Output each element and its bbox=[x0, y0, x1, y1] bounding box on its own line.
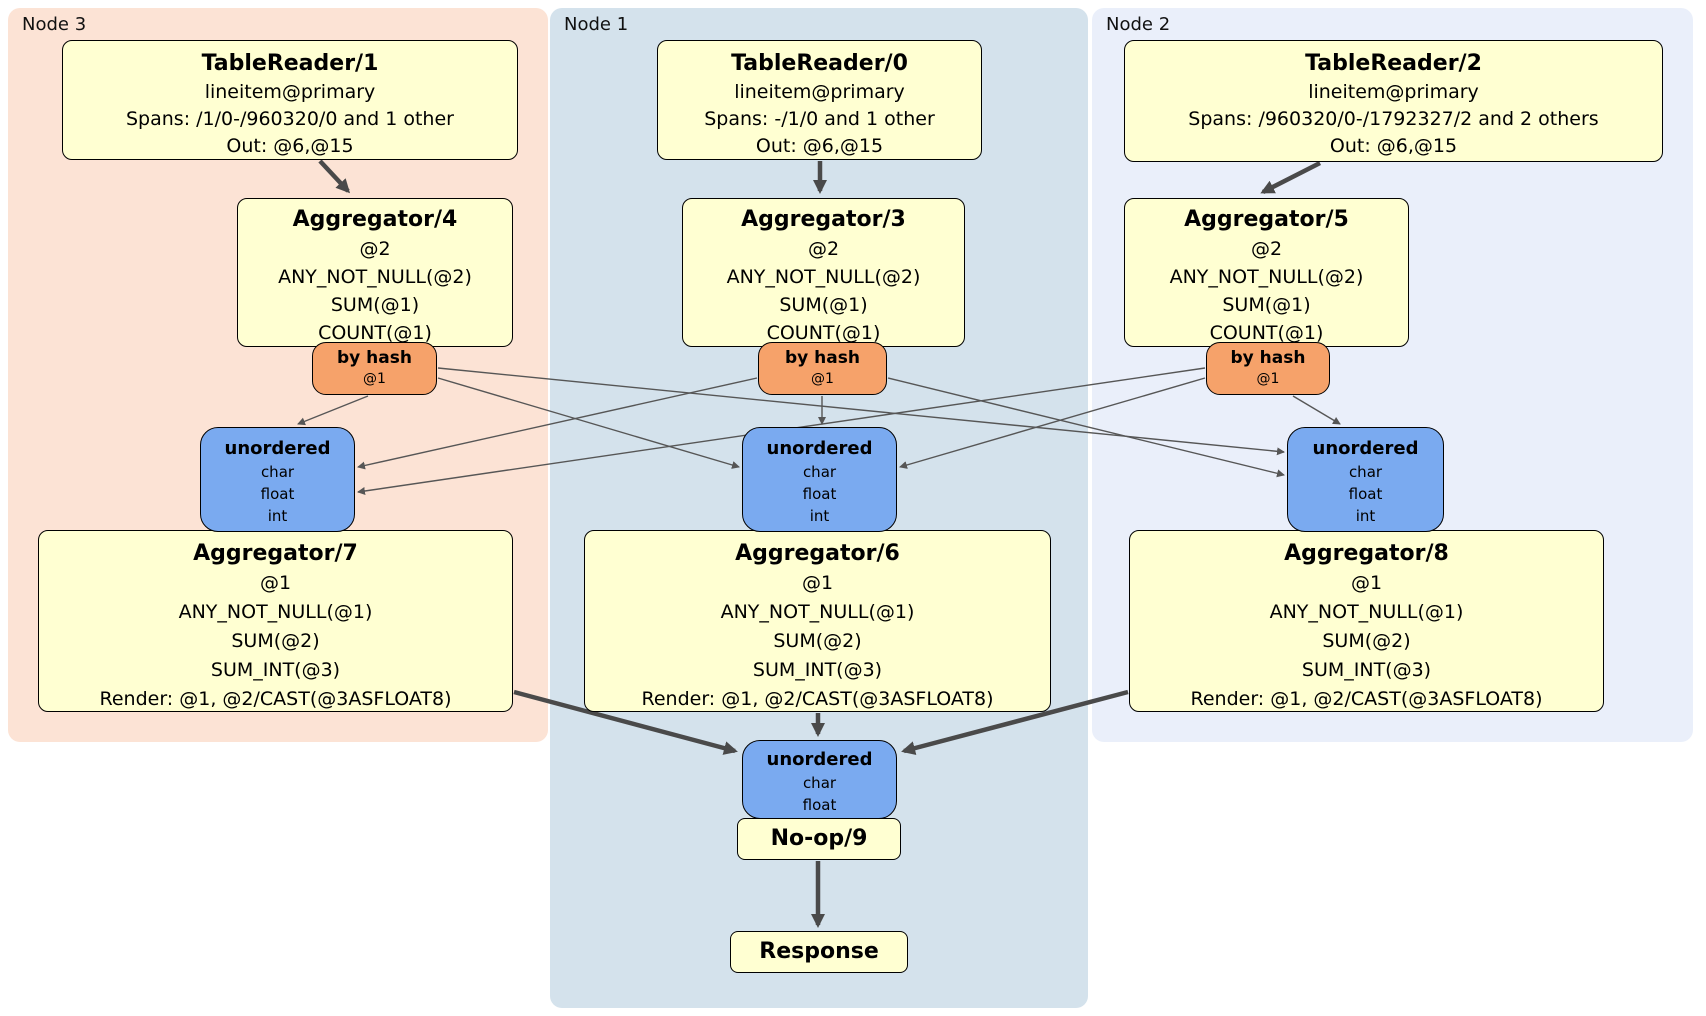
aggregator-6-box: Aggregator/6 @1 ANY_NOT_NULL(@1) SUM(@2)… bbox=[584, 530, 1051, 712]
router-columns: @1 bbox=[363, 371, 386, 387]
out-label: Out: @6,@15 bbox=[755, 135, 884, 157]
final-stream-sync-box: unordered char float bbox=[742, 740, 897, 819]
agg-line: @2 bbox=[359, 238, 391, 260]
sync-title: unordered bbox=[766, 749, 873, 770]
spans-label: Spans: /1/0-/960320/0 and 1 other bbox=[126, 108, 454, 130]
agg-line: @1 bbox=[801, 572, 834, 594]
agg-line: SUM_INT(@3) bbox=[210, 659, 341, 681]
processor-title: Aggregator/5 bbox=[1184, 207, 1349, 232]
table-reader-0-box: TableReader/0 lineitem@primary Spans: -/… bbox=[657, 40, 982, 160]
processor-title: Aggregator/8 bbox=[1284, 541, 1449, 566]
agg-line: ANY_NOT_NULL(@1) bbox=[1269, 601, 1464, 623]
sync-type: char bbox=[1348, 463, 1383, 481]
sync-title: unordered bbox=[1312, 438, 1419, 459]
agg-line: COUNT(@1) bbox=[318, 322, 432, 344]
sync-type: int bbox=[267, 507, 288, 525]
agg-line: SUM(@2) bbox=[231, 630, 320, 652]
sync-type: char bbox=[260, 463, 295, 481]
agg-line: SUM(@1) bbox=[1222, 294, 1311, 316]
sync-type: float bbox=[260, 485, 295, 503]
agg-line: SUM(@2) bbox=[1322, 630, 1411, 652]
out-label: Out: @6,@15 bbox=[1329, 135, 1458, 157]
sync-type: char bbox=[802, 774, 837, 792]
render-line: Render: @1, @2/CAST(@3ASFLOAT8) bbox=[641, 688, 994, 710]
processor-title: Aggregator/7 bbox=[193, 541, 358, 566]
agg-line: SUM(@1) bbox=[330, 294, 420, 316]
router-title: by hash bbox=[337, 348, 412, 368]
processor-title: Aggregator/6 bbox=[735, 541, 900, 566]
processor-title: Aggregator/4 bbox=[292, 207, 458, 232]
table-reader-2-box: TableReader/2 lineitem@primary Spans: /9… bbox=[1124, 40, 1663, 162]
sync-type: float bbox=[802, 796, 837, 814]
processor-title: TableReader/2 bbox=[1305, 51, 1482, 76]
agg-line: ANY_NOT_NULL(@2) bbox=[726, 266, 921, 288]
sync-title: unordered bbox=[766, 438, 873, 459]
render-line: Render: @1, @2/CAST(@3ASFLOAT8) bbox=[99, 688, 452, 710]
agg-line: ANY_NOT_NULL(@2) bbox=[278, 266, 472, 288]
noop-title: No-op/9 bbox=[770, 826, 868, 851]
noop-box: No-op/9 bbox=[737, 818, 901, 860]
panel-label-node-1: Node 1 bbox=[564, 14, 629, 35]
index-label: lineitem@primary bbox=[1308, 81, 1479, 103]
agg-line: @1 bbox=[1350, 572, 1383, 594]
agg-line: SUM_INT(@3) bbox=[1301, 659, 1432, 681]
sync-type: float bbox=[802, 485, 837, 503]
processor-title: TableReader/0 bbox=[731, 51, 908, 76]
processor-title: TableReader/1 bbox=[201, 51, 379, 76]
aggregator-4-box: Aggregator/4 @2 ANY_NOT_NULL(@2) SUM(@1)… bbox=[237, 198, 513, 347]
panel-label-node-2: Node 2 bbox=[1106, 14, 1171, 35]
spans-label: Spans: /960320/0-/1792327/2 and 2 others bbox=[1188, 108, 1599, 130]
agg-line: @1 bbox=[259, 572, 292, 594]
sync-type: float bbox=[1348, 485, 1383, 503]
hash-router-box-node2: by hash @1 bbox=[1206, 342, 1330, 395]
agg-line: COUNT(@1) bbox=[766, 322, 881, 344]
index-label: lineitem@primary bbox=[734, 81, 905, 103]
router-title: by hash bbox=[785, 348, 860, 368]
panel-label-node-3: Node 3 bbox=[22, 14, 87, 35]
aggregator-3-box: Aggregator/3 @2 ANY_NOT_NULL(@2) SUM(@1)… bbox=[682, 198, 965, 347]
agg-line: ANY_NOT_NULL(@1) bbox=[178, 601, 373, 623]
agg-line: SUM(@2) bbox=[773, 630, 862, 652]
sync-title: unordered bbox=[224, 438, 331, 459]
sync-type: int bbox=[1355, 507, 1376, 525]
aggregator-5-box: Aggregator/5 @2 ANY_NOT_NULL(@2) SUM(@1)… bbox=[1124, 198, 1409, 347]
aggregator-8-box: Aggregator/8 @1 ANY_NOT_NULL(@1) SUM(@2)… bbox=[1129, 530, 1604, 712]
sync-type: int bbox=[809, 507, 830, 525]
agg-line: @2 bbox=[1250, 238, 1283, 260]
out-label: Out: @6,@15 bbox=[226, 135, 354, 157]
spans-label: Spans: -/1/0 and 1 other bbox=[704, 108, 935, 130]
aggregator-7-box: Aggregator/7 @1 ANY_NOT_NULL(@1) SUM(@2)… bbox=[38, 530, 513, 712]
agg-line: ANY_NOT_NULL(@1) bbox=[720, 601, 915, 623]
processor-title: Aggregator/3 bbox=[741, 207, 906, 232]
sync-type: char bbox=[802, 463, 837, 481]
hash-router-box-node3: by hash @1 bbox=[312, 342, 437, 395]
agg-line: COUNT(@1) bbox=[1209, 322, 1324, 344]
agg-line: @2 bbox=[807, 238, 840, 260]
router-columns: @1 bbox=[811, 371, 834, 387]
stream-sync-box-node2: unordered char float int bbox=[1287, 427, 1444, 532]
index-label: lineitem@primary bbox=[204, 81, 376, 103]
response-box: Response bbox=[730, 931, 908, 973]
agg-line: SUM(@1) bbox=[779, 294, 868, 316]
agg-line: SUM_INT(@3) bbox=[752, 659, 883, 681]
router-title: by hash bbox=[1230, 348, 1306, 368]
stream-sync-box-node3: unordered char float int bbox=[200, 427, 355, 532]
hash-router-box-node1: by hash @1 bbox=[758, 342, 887, 395]
router-columns: @1 bbox=[1256, 371, 1280, 387]
response-title: Response bbox=[759, 939, 879, 964]
stream-sync-box-node1: unordered char float int bbox=[742, 427, 897, 532]
render-line: Render: @1, @2/CAST(@3ASFLOAT8) bbox=[1190, 688, 1543, 710]
table-reader-1-box: TableReader/1 lineitem@primary Spans: /1… bbox=[62, 40, 518, 160]
agg-line: ANY_NOT_NULL(@2) bbox=[1169, 266, 1364, 288]
